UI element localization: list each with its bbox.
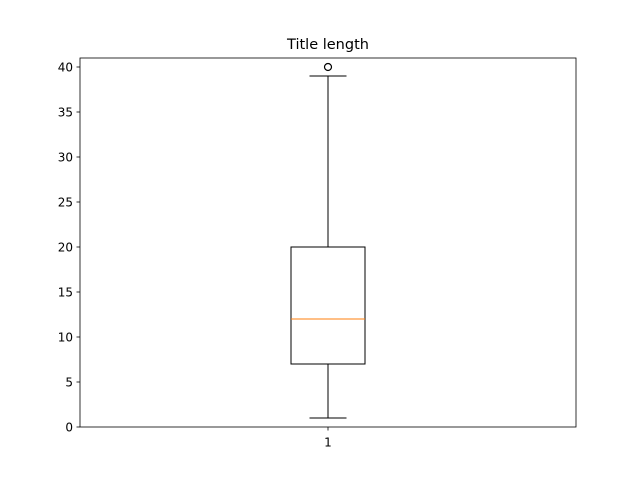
x-tick-label: 1 bbox=[324, 436, 332, 450]
y-tick-label: 35 bbox=[58, 105, 73, 119]
y-tick-label: 5 bbox=[65, 375, 73, 389]
y-tick-label: 40 bbox=[58, 60, 73, 74]
y-tick-label: 10 bbox=[58, 330, 73, 344]
y-tick-label: 30 bbox=[58, 150, 73, 164]
outlier-point bbox=[323, 62, 333, 72]
y-tick-label: 25 bbox=[58, 195, 73, 209]
chart-title: Title length bbox=[286, 37, 369, 53]
axes-frame bbox=[79, 57, 577, 428]
y-tick-label: 20 bbox=[58, 240, 73, 254]
plot-area: 0 5 10 15 20 25 30 35 40 1 bbox=[58, 57, 577, 450]
y-tick-label: 15 bbox=[58, 285, 73, 299]
y-tick-label: 0 bbox=[65, 420, 73, 434]
interquartile-box bbox=[290, 246, 366, 365]
